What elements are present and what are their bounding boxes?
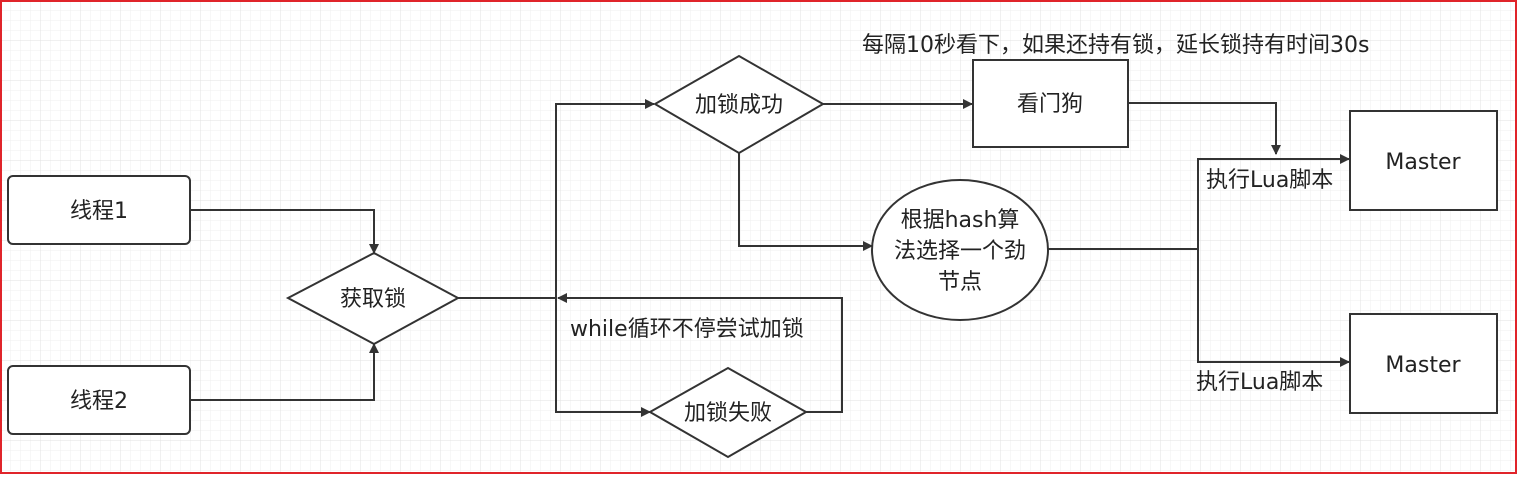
- lua-label-2: 执行Lua脚本: [1196, 370, 1323, 395]
- node-watchdog[interactable]: [972, 59, 1129, 148]
- hash-label-line1: 根据hash算: [901, 208, 1020, 233]
- thread1-label: 线程1: [70, 199, 128, 224]
- node-success[interactable]: [653, 54, 825, 155]
- fail-label: 加锁失败: [684, 401, 772, 426]
- node-hash[interactable]: [871, 179, 1049, 321]
- lua-label-1: 执行Lua脚本: [1206, 168, 1333, 193]
- edge-branch-fail: [555, 298, 651, 417]
- edge-success-hash: [738, 153, 873, 251]
- node-fail[interactable]: [647, 366, 809, 459]
- watchdog-label: 看门狗: [1017, 92, 1083, 117]
- edge-thread1-acquire: [190, 209, 379, 254]
- master2-label: Master: [1385, 353, 1461, 378]
- hash-label-line3: 节点: [938, 270, 982, 295]
- node-thread1[interactable]: [7, 175, 191, 245]
- edge-fail-retry: [557, 293, 843, 413]
- success-label: 加锁成功: [695, 93, 783, 118]
- edge-branch-success: [555, 99, 655, 298]
- node-master2[interactable]: [1349, 313, 1498, 414]
- thread2-label: 线程2: [70, 389, 128, 414]
- node-acquire[interactable]: [285, 251, 461, 346]
- edge-split-master2: [1197, 249, 1350, 367]
- edge-thread2-acquire: [190, 343, 379, 401]
- acquire-label: 获取锁: [340, 287, 406, 312]
- hash-label-line2: 法选择一个劲: [894, 239, 1026, 264]
- edge-split-master1: [1197, 154, 1350, 249]
- watchdog-note: 每隔10秒看下，如果还持有锁，延长锁持有时间30s: [862, 33, 1369, 58]
- edge-watchdog-master: [1128, 102, 1281, 155]
- retry-label: while循环不停尝试加锁: [570, 317, 804, 342]
- node-thread2[interactable]: [7, 365, 191, 435]
- master1-label: Master: [1385, 150, 1461, 175]
- node-master1[interactable]: [1349, 110, 1498, 211]
